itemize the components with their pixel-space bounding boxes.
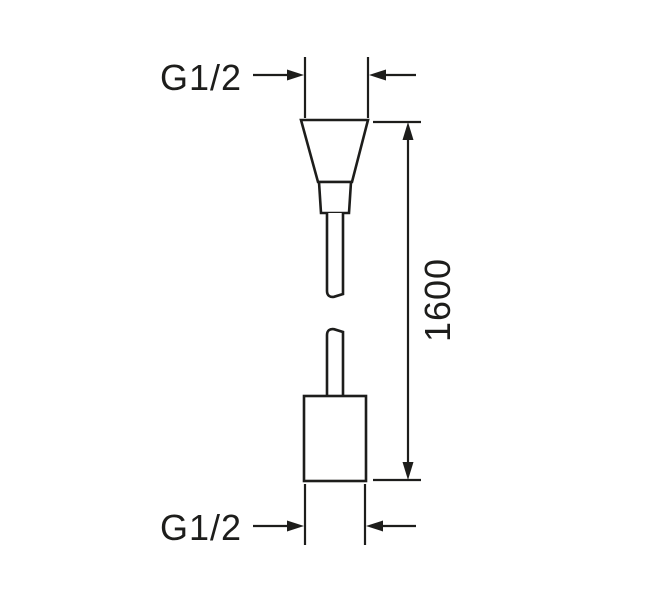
length-dimension-arrow-top [402,122,414,140]
top-ferrule [317,180,353,215]
top-dimension-arrow-right [369,69,386,81]
length-dimension-label: 1600 [417,258,458,342]
length-dimension: 1600 [373,120,458,482]
hose-tube-upper [325,213,345,299]
bottom-dimension-arrow-right [366,520,383,532]
bottom-cylindrical-connector [302,394,368,483]
hose-tube-lower [325,327,345,396]
top-thread-dimension: G1/2 [160,57,416,118]
top-conical-connector [299,118,370,184]
bottom-thread-dimension-label: G1/2 [160,507,242,548]
bottom-thread-dimension: G1/2 [160,484,416,548]
length-dimension-arrow-bottom [402,462,414,480]
hose-body [299,118,370,483]
top-thread-dimension-label: G1/2 [160,57,242,98]
bottom-dimension-arrow-left [287,520,304,532]
top-dimension-arrow-left [287,69,304,81]
